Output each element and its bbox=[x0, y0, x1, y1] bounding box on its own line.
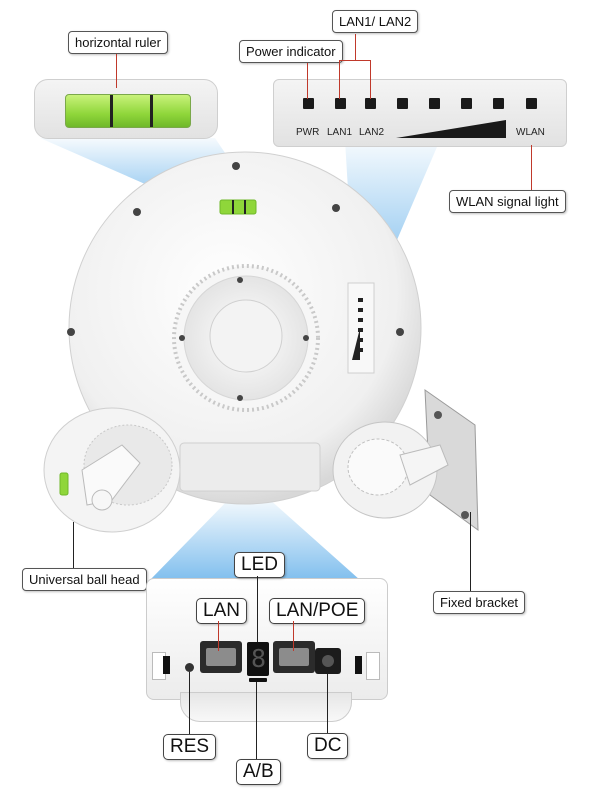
led-label-wlan: WLAN bbox=[516, 127, 545, 138]
beam-bottom bbox=[150, 498, 360, 580]
lan-poe-pointer-line bbox=[293, 621, 294, 651]
wlan-pointer-line bbox=[531, 145, 532, 190]
right-slot-hole bbox=[355, 656, 362, 674]
connector-panel bbox=[146, 578, 388, 700]
level-mark-right bbox=[150, 95, 153, 127]
bracket-pointer-line bbox=[470, 512, 471, 592]
reset-button[interactable] bbox=[185, 663, 194, 672]
wlan-signal-light-label: WLAN signal light bbox=[449, 190, 566, 213]
ab-pointer-line bbox=[256, 682, 257, 760]
lan-pointer-bar bbox=[339, 60, 371, 61]
led-lan1 bbox=[335, 98, 346, 109]
led-wlan-1 bbox=[397, 98, 408, 109]
level-mark-left bbox=[110, 95, 113, 127]
device-disc bbox=[67, 151, 422, 505]
led-wlan-3 bbox=[461, 98, 472, 109]
left-slot-hole bbox=[163, 656, 170, 674]
led-pwr bbox=[303, 98, 314, 109]
led-pointer-line bbox=[257, 576, 258, 642]
res-label: RES bbox=[163, 734, 217, 760]
lan-pointer-stem bbox=[355, 34, 356, 60]
lan-poe-label: LAN/POE bbox=[269, 598, 366, 624]
led-digit-display: 8 bbox=[247, 642, 269, 676]
dc-jack-pin bbox=[322, 655, 334, 667]
power-indicator-label: Power indicator bbox=[239, 40, 343, 63]
led-label-pwr: PWR bbox=[296, 127, 320, 138]
lan-poe-port-contacts bbox=[279, 648, 309, 666]
led-panel: PWR LAN1 LAN2 WLAN bbox=[273, 79, 567, 147]
led-wlan-5 bbox=[526, 98, 537, 109]
dc-jack[interactable] bbox=[315, 648, 341, 674]
ab-switch[interactable] bbox=[249, 678, 267, 682]
led-label: LED bbox=[234, 552, 285, 578]
lan-port-contacts bbox=[206, 648, 236, 666]
ball-head-illustration bbox=[43, 407, 181, 533]
lan1-pointer-line bbox=[339, 60, 340, 99]
dc-label: DC bbox=[307, 733, 349, 759]
level-bubble-tube bbox=[65, 94, 191, 128]
ball-head-pointer-line bbox=[73, 522, 74, 569]
led-label-lan1: LAN1 bbox=[327, 127, 353, 138]
lan-pointer-line bbox=[218, 621, 219, 651]
right-slot bbox=[366, 652, 380, 680]
power-pointer-line bbox=[307, 63, 308, 99]
lan2-pointer-line bbox=[370, 60, 371, 99]
lan-label: LAN bbox=[196, 598, 247, 624]
led-lan2 bbox=[365, 98, 376, 109]
ruler-pointer-line bbox=[116, 54, 117, 88]
lan1-lan2-label: LAN1/ LAN2 bbox=[332, 10, 419, 33]
signal-strength-wedge-icon bbox=[396, 120, 506, 138]
fixed-bracket-label: Fixed bracket bbox=[433, 591, 526, 614]
fixed-bracket-illustration bbox=[332, 389, 479, 532]
lan-port[interactable] bbox=[200, 641, 242, 673]
ab-label: A/B bbox=[236, 759, 281, 785]
dc-pointer-line bbox=[327, 674, 328, 734]
connector-panel-base bbox=[180, 692, 352, 722]
horizontal-ruler-label: horizontal ruler bbox=[68, 31, 168, 54]
led-digit-text: 8 bbox=[251, 644, 267, 673]
led-label-lan2: LAN2 bbox=[359, 127, 385, 138]
ruler-panel bbox=[34, 79, 218, 139]
led-wlan-2 bbox=[429, 98, 440, 109]
lan-poe-port[interactable] bbox=[273, 641, 315, 673]
universal-ball-head-label: Universal ball head bbox=[22, 568, 147, 591]
res-pointer-line bbox=[189, 672, 190, 735]
led-wlan-4 bbox=[493, 98, 504, 109]
